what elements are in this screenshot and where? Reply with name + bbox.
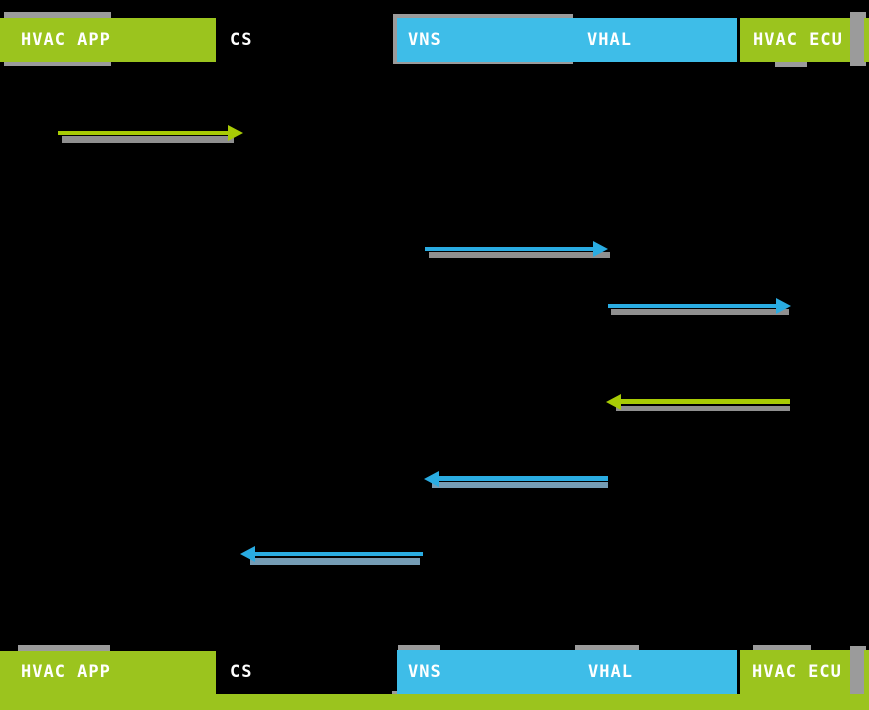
actor-label-cs: CS [230,30,253,50]
arrow-line [608,304,778,308]
arrow-shadow [432,482,608,488]
actor-box-shadow [850,12,866,66]
arrow-line [254,552,423,556]
arrow-head-left-icon [424,471,439,487]
actor-hvac-ecu-bottom [740,650,850,694]
actor-label-hvac-app: HVAC APP [21,30,111,50]
actor-box-shadow [753,645,811,651]
arrow-head-left-icon [240,546,255,562]
actor-label-vns: VNS [408,662,442,682]
actor-box-shadow [850,646,866,698]
green-edge-sliver [864,18,869,62]
actor-hvac-app-bottom [0,651,216,695]
actor-hvac-app-top [0,18,216,62]
arrow-shadow [611,309,789,315]
arrow-shadow [62,136,234,143]
actor-box-shadow [398,645,440,651]
arrow-line [620,399,790,404]
arrow-head-right-icon [776,298,791,314]
actor-label-cs: CS [230,662,253,682]
arrow-head-right-icon [593,241,608,257]
actor-hvac-ecu-top [740,18,850,62]
actor-label-vns: VNS [408,30,442,50]
arrow-shadow [616,406,790,411]
actor-vns-vhal-top [397,18,737,62]
actor-label-vhal: VHAL [587,30,632,50]
arrow-shadow [429,252,610,258]
actor-cs-top [216,18,392,62]
actor-cs-bottom [216,650,392,694]
arrow-line [58,131,230,135]
arrow-head-right-icon [228,125,243,141]
actor-label-hvac-ecu: HVAC ECU [752,662,842,682]
actor-box-shadow [575,645,639,651]
arrow-shadow [250,558,420,565]
arrow-head-left-icon [606,394,621,410]
arrow-line [425,247,595,251]
arrow-line [438,476,608,481]
bottom-green-strip [0,694,869,710]
actor-label-hvac-app: HVAC APP [21,662,111,682]
actor-label-hvac-ecu: HVAC ECU [753,30,843,50]
actor-box-shadow [775,62,807,67]
actor-vns-vhal-bottom [397,650,737,694]
actor-box-shadow [18,645,110,651]
actor-label-vhal: VHAL [588,662,633,682]
green-edge-sliver [864,650,869,694]
